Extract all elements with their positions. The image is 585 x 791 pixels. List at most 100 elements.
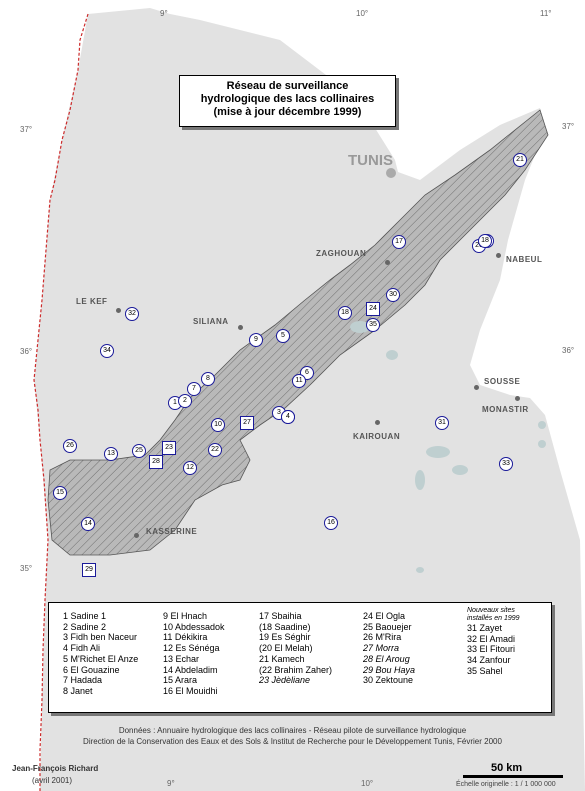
lat-label-right-36: 36° [562, 346, 575, 355]
legend-item: 12 Es Sénéga [163, 643, 220, 654]
site-marker-29[interactable]: 29 [82, 563, 96, 577]
legend-item: 9 El Hnach [163, 611, 208, 621]
site-marker-13[interactable]: 13 [104, 447, 118, 461]
site-marker-18[interactable]: 18 [338, 306, 352, 320]
lon-label-top-9: 9° [160, 9, 168, 18]
city-label-sousse: SOUSSE [484, 377, 521, 386]
legend-item: 14 Abdeladim [163, 664, 218, 675]
site-marker-32[interactable]: 32 [125, 307, 139, 321]
legend-item: 26 M'Rira [363, 632, 402, 643]
site-marker-34[interactable]: 34 [100, 344, 114, 358]
site-marker-33[interactable]: 33 [499, 457, 513, 471]
author-date: (avril 2001) [32, 776, 73, 785]
source-line-2: Direction de la Conservation des Eaux et… [83, 737, 502, 746]
site-marker-10[interactable]: 10 [211, 418, 225, 432]
map-title: Réseau de surveillance hydrologique des … [179, 75, 396, 127]
site-marker-23[interactable]: 23 [162, 441, 176, 455]
legend-column-4: 24 El Ogla 25 Baouejer 26 M'Rira 27 Morr… [363, 611, 415, 686]
source-line-1: Données : Annuaire hydrologique des lacs… [118, 726, 467, 735]
city-label-nabeul: NABEUL [506, 255, 543, 264]
site-marker-12[interactable]: 12 [183, 461, 197, 475]
legend-item: 8 Janet [63, 685, 93, 696]
site-marker-25[interactable]: 25 [132, 444, 146, 458]
legend-item: 35 Sahel [467, 665, 503, 676]
legend-item: 6 El Gouazine [63, 664, 120, 675]
scale-bar [463, 775, 563, 778]
legend-item: 13 Echar [163, 653, 200, 664]
city-dot-tunis [386, 168, 396, 178]
title-line-3: (mise à jour décembre 1999) [213, 106, 362, 118]
city-label-monastir: MONASTIR [482, 405, 529, 414]
scale-note: Échelle originelle : 1 / 1 000 000 [456, 781, 556, 788]
city-dot-monastir [515, 396, 520, 401]
site-marker-18-duplicate[interactable]: 18 [478, 234, 492, 248]
legend-item: 4 Fidh Ali [63, 643, 101, 654]
city-dot-kasserine [134, 533, 139, 538]
legend-item: 11 Dékikira [163, 632, 208, 643]
site-marker-27[interactable]: 27 [240, 416, 254, 430]
legend-item: 2 Sadine 2 [63, 621, 107, 632]
site-marker-21[interactable]: 21 [513, 153, 527, 167]
site-marker-22[interactable]: 22 [208, 443, 222, 457]
city-label-siliana: SILIANA [193, 317, 229, 326]
site-marker-28[interactable]: 28 [149, 455, 163, 469]
author-name: Jean-François Richard [12, 764, 99, 773]
legend-item: 5 M'Richet El Anze [63, 653, 139, 664]
dotted-patches [350, 321, 546, 573]
legend-item: 28 El Aroug [363, 653, 410, 664]
legend-item: 24 El Ogla [363, 611, 406, 621]
legend-item: 33 El Fitouri [467, 644, 516, 655]
legend-item: 32 El Amadi [467, 633, 516, 644]
legend-column-3: 17 Sbaihia (18 Saadine) 19 Es Séghir (20… [259, 611, 332, 686]
lon-label-bottom-10: 10° [361, 779, 374, 788]
legend-column-1: 1 Sadine 1 2 Sadine 2 3 Fidh ben Naceur … [63, 611, 138, 697]
site-marker-2[interactable]: 2 [178, 394, 192, 408]
legend-item: (18 Saadine) [259, 621, 311, 632]
lat-label-left-36: 36° [20, 347, 33, 356]
city-dot-kairouan [375, 420, 380, 425]
scale-label: 50 km [491, 762, 523, 774]
site-marker-16[interactable]: 16 [324, 516, 338, 530]
legend-item: 10 Abdessadok [163, 621, 225, 632]
legend-item: 23 Jèdèliane [259, 675, 311, 686]
legend-item: 25 Baouejer [363, 621, 412, 632]
site-marker-5[interactable]: 5 [276, 329, 290, 343]
legend-item: 30 Zektoune [363, 675, 414, 686]
legend-item: 16 El Mouidhi [163, 685, 218, 696]
site-marker-11[interactable]: 11 [292, 374, 306, 388]
site-marker-14[interactable]: 14 [81, 517, 95, 531]
legend-new-sites-heading-2: installés en 1999 [467, 615, 520, 622]
lon-label-bottom-9: 9° [167, 779, 175, 788]
site-marker-24[interactable]: 24 [366, 302, 380, 316]
border-line [33, 13, 89, 791]
legend-item: 7 Hadada [63, 675, 103, 686]
city-dot-zaghouan [385, 260, 390, 265]
site-marker-15[interactable]: 15 [53, 486, 67, 500]
city-dot-nabeul [496, 253, 501, 258]
legend-item: 1 Sadine 1 [63, 611, 107, 621]
legend-item: 27 Morra [363, 643, 400, 654]
legend-item: (20 El Melah) [259, 643, 313, 654]
lon-label-top-11: 11° [540, 9, 552, 18]
site-marker-30[interactable]: 30 [386, 288, 400, 302]
legend-item: 29 Bou Haya [363, 664, 416, 675]
legend-item: 15 Arara [163, 675, 198, 686]
site-marker-31[interactable]: 31 [435, 416, 449, 430]
city-dot-sousse [474, 385, 479, 390]
site-marker-9[interactable]: 9 [249, 333, 263, 347]
site-marker-7[interactable]: 7 [187, 382, 201, 396]
title-line-1: Réseau de surveillance [226, 80, 349, 92]
legend-new-sites-heading: Nouveaux sites [467, 607, 515, 614]
site-marker-17[interactable]: 17 [392, 235, 406, 249]
legend-column-5: Nouveaux sites installés en 1999 31 Zaye… [467, 607, 520, 677]
site-marker-35[interactable]: 35 [366, 318, 380, 332]
site-legend: 1 Sadine 1 2 Sadine 2 3 Fidh ben Naceur … [48, 602, 552, 713]
site-marker-26[interactable]: 26 [63, 439, 77, 453]
legend-item: 17 Sbaihia [259, 611, 302, 621]
site-marker-8[interactable]: 8 [201, 372, 215, 386]
site-marker-4-duplicate[interactable]: 4 [281, 410, 295, 424]
title-line-2: hydrologique des lacs collinaires [200, 93, 375, 105]
city-label-zaghouan: ZAGHOUAN [316, 249, 367, 258]
lat-label-right-37: 37° [562, 122, 575, 131]
legend-column-2: 9 El Hnach 10 Abdessadok 11 Dékikira 12 … [163, 611, 225, 697]
